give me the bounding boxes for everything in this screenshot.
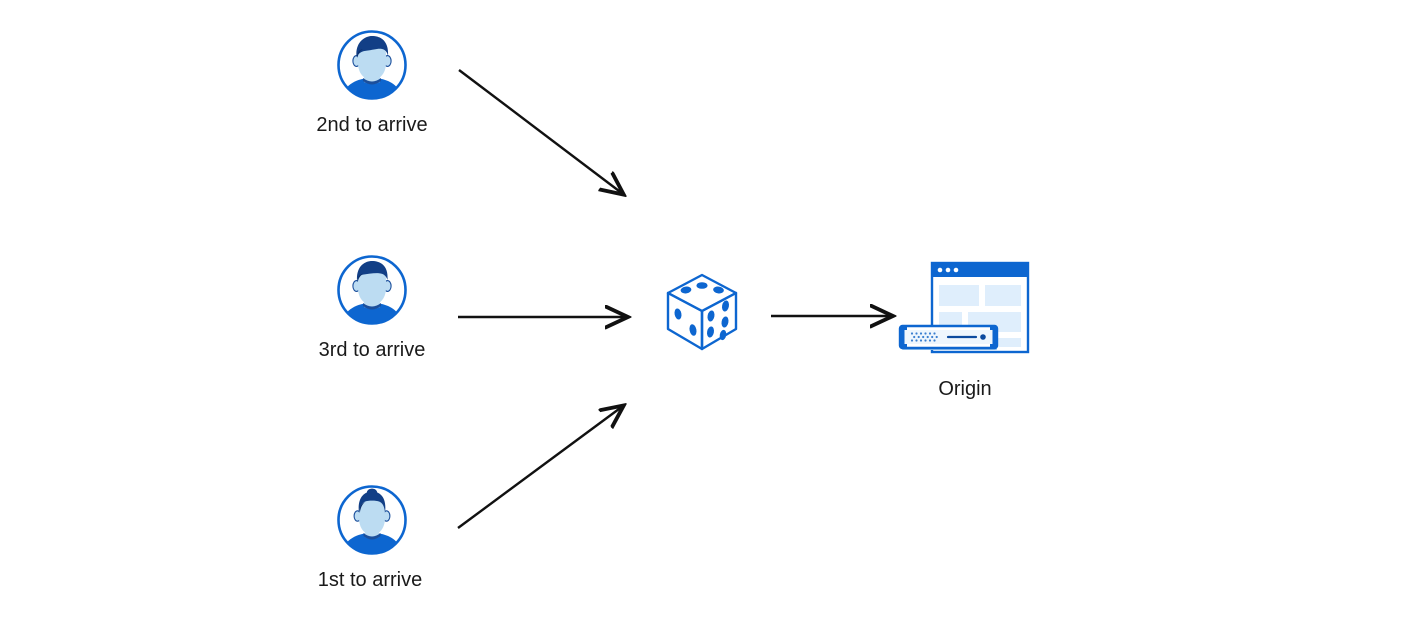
user-avatar-icon — [335, 253, 409, 327]
arrow-1st-to-dice — [457, 406, 623, 529]
user-avatar-icon — [335, 483, 409, 557]
origin-label: Origin — [938, 378, 992, 400]
user-avatar-icon — [335, 28, 409, 102]
origin-server-icon — [898, 260, 1033, 365]
client-label-1st: 1st to arrive — [317, 569, 423, 591]
server-appliance-icon — [898, 324, 999, 350]
client-label-3rd: 3rd to arrive — [318, 339, 426, 361]
dice-icon — [663, 272, 741, 352]
client-label-2nd: 2nd to arrive — [316, 114, 428, 136]
